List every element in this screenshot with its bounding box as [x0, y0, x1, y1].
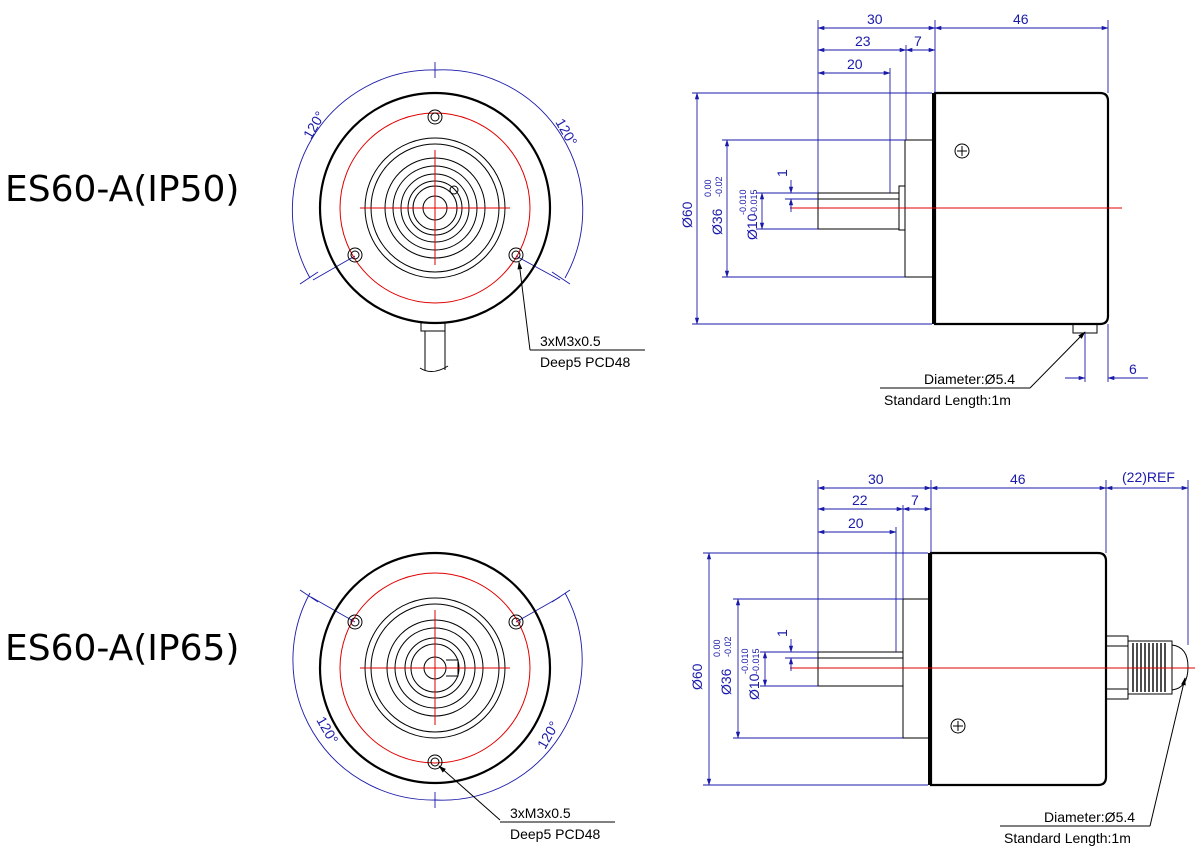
- encoder-body-ip50: [933, 91, 1110, 326]
- dim-dia36-tol-lower-ip50: -0.02: [714, 176, 724, 197]
- variant-ip65: ES60-A(IP65) 120° 120°: [5, 469, 1195, 846]
- dim-46-ip65: 46: [1010, 471, 1026, 487]
- dim-flat-ip50: 1: [774, 169, 790, 177]
- dim-dia36-ip65: Ø36: [718, 668, 734, 695]
- dim-dia10-tol-upper-ip50: -0.010: [738, 189, 748, 215]
- mount-hole-top-ip50: [427, 109, 443, 125]
- dim-30-ip50: 30: [867, 11, 883, 27]
- dim-30-ip65: 30: [868, 471, 884, 487]
- thread-note-ip50: 3xM3x0.5: [540, 333, 601, 349]
- dim-dia60-ip65: Ø60: [689, 663, 705, 690]
- dim-dia36-tol-upper-ip50: 0.00: [703, 179, 713, 197]
- mount-hole-bottom-ip65: [427, 754, 443, 770]
- dim-7-ip65: 7: [911, 492, 919, 508]
- thread-note-ip65: 3xM3x0.5: [510, 805, 571, 821]
- angle-arc-ip65: [292, 589, 583, 808]
- dim-6-ip50: 6: [1129, 361, 1137, 377]
- dim-flat-ip65: 1: [774, 629, 790, 637]
- mount-hole-left-ip65: [347, 614, 363, 630]
- shaft-side-ip50: [817, 192, 900, 230]
- mount-hole-right-ip50: [508, 247, 524, 263]
- dim-dia10-ip65: Ø10: [746, 673, 762, 700]
- dim-22-ip65: 22: [852, 492, 868, 508]
- outer-housing-ip65: [318, 551, 552, 785]
- dim-46-ip50: 46: [1013, 11, 1029, 27]
- cable-length-ip65: Standard Length:1m: [1004, 830, 1131, 846]
- angle-label-right-ip65: 120°: [534, 718, 562, 751]
- dim-dia60-ip50: Ø60: [679, 201, 695, 228]
- model-title-ip65: ES60-A(IP65): [5, 628, 239, 669]
- mount-hole-left-ip50: [347, 247, 363, 263]
- dim-dia36-tol-upper-ip65: 0.00: [712, 639, 722, 657]
- dim-dia10-tol-lower-ip65: -0.015: [751, 648, 761, 674]
- angle-label-right-ip50: 120°: [552, 116, 580, 149]
- shaft-side-ip65: [817, 651, 904, 687]
- side-view-ip65: 30 46 (22)REF 22 7 20 Ø60 Ø36 0.00 -0.02…: [689, 469, 1195, 846]
- pcd-circle-ip65: [339, 572, 531, 764]
- dim-dia10-tol-lower-ip50: -0.015: [749, 189, 759, 215]
- dim-dia36-ip50: Ø36: [709, 208, 725, 235]
- depth-note-ip65: Deep5 PCD48: [510, 826, 600, 842]
- depth-note-ip50: Deep5 PCD48: [540, 354, 630, 370]
- cable-diameter-ip65: Diameter:Ø5.4: [1044, 809, 1135, 825]
- dim-ref-ip65: (22)REF: [1122, 469, 1175, 485]
- dim-7-ip50: 7: [914, 33, 922, 49]
- model-title-ip50: ES60-A(IP50): [5, 169, 239, 210]
- front-view-ip50: 120° 120°: [291, 62, 645, 372]
- dim-23-ip50: 23: [855, 33, 871, 49]
- dim-dia10-ip50: Ø10: [744, 213, 760, 240]
- screw-icon-ip50: [954, 143, 970, 159]
- dim-dia36-tol-lower-ip65: -0.02: [723, 636, 733, 657]
- dim-20-ip65: 20: [848, 515, 864, 531]
- angle-arc-ip50: [291, 62, 584, 285]
- dim-20-ip50: 20: [847, 56, 863, 72]
- variant-ip50: ES60-A(IP50) 120° 120°: [5, 11, 1148, 408]
- dim-dia10-tol-upper-ip65: -0.010: [740, 648, 750, 674]
- angle-label-left-ip50: 120°: [300, 108, 328, 141]
- side-view-ip50: 30 46 23 7 20 Ø60 Ø36 0.00 -0.02 Ø10 -0.…: [679, 11, 1148, 408]
- front-view-ip65: 120° 120° 3xM3x0.5: [292, 551, 615, 842]
- cable-front-ip50: [419, 322, 449, 372]
- screw-icon-ip65: [950, 718, 966, 734]
- cable-length-ip50: Standard Length:1m: [884, 392, 1011, 408]
- encoder-body-ip65: [929, 551, 1108, 787]
- mount-hole-right-ip65: [508, 614, 524, 630]
- cable-diameter-ip50: Diameter:Ø5.4: [924, 371, 1015, 387]
